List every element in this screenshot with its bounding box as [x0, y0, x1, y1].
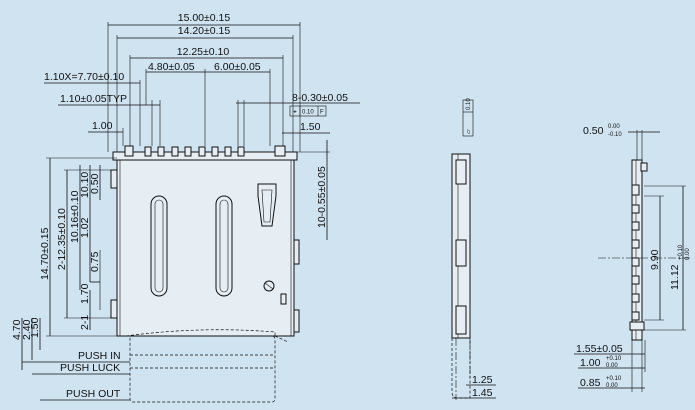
end-contact-2	[631, 204, 640, 214]
dim-pin-count: 8-0.30±0.05	[292, 92, 348, 104]
end-bottom-1-00-dn: 0.00	[606, 363, 618, 369]
side-width-1-45: 1.45	[472, 387, 493, 399]
side-window-mid	[455, 239, 467, 267]
dim-2-1: 2-1	[79, 315, 91, 330]
pin-row	[124, 145, 286, 157]
dim-pin-span: 12.25±0.10	[177, 46, 230, 58]
side-flat-icon: ⏥	[466, 129, 472, 134]
dim-0-75: 0.75	[89, 251, 101, 272]
side-card-outline	[451, 338, 471, 399]
side-flat-frame	[462, 99, 474, 137]
dim-pitch: 1.10X=7.70±0.10	[44, 71, 124, 83]
end-bottom-tab	[629, 321, 645, 331]
dim-14-70: 14.70±0.15	[39, 227, 51, 280]
end-height-11-12: 11.12	[669, 264, 681, 290]
left-dimensions: 14.70±0.15 2-12.35±0.10 10.16±0.10 1.02 …	[11, 157, 117, 370]
end-top-tab	[640, 162, 648, 172]
end-top-tol-dn: -0.10	[608, 132, 622, 138]
side-window-top	[455, 159, 467, 185]
dim-right-edge: 1.50	[300, 121, 321, 133]
end-contact-3	[631, 221, 640, 231]
end-view: 0.50 0.00 -0.10 9.90 11.12 +0.10 0.00 1.…	[574, 124, 691, 392]
end-bottom-0-85-up: +0.10	[606, 376, 622, 382]
pin-tab-right	[274, 145, 286, 157]
right-tab-upper	[293, 239, 300, 265]
pin-tab-left	[124, 145, 134, 157]
left-tab-upper	[110, 169, 118, 189]
end-top-tol-up: 0.00	[608, 124, 620, 130]
dim-4-70: 4.70	[11, 319, 23, 340]
dim-pin-width: 1.10±0.05TYP	[60, 93, 127, 105]
dim-10-16: 10.16±0.10	[69, 190, 81, 243]
dim-1-02: 1.02	[79, 217, 91, 238]
end-contact-1	[631, 184, 640, 196]
end-bottom-0-85: 0.85	[580, 377, 601, 389]
left-tab-lower	[110, 299, 118, 319]
pin-5	[198, 146, 206, 157]
end-contact-5	[631, 257, 640, 267]
end-bottom-1-55: 1.55±0.05	[576, 343, 623, 355]
end-contact-6	[631, 275, 640, 285]
side-flat-value: 0.10	[466, 98, 472, 110]
end-bottom-1-00-up: +0.10	[606, 356, 622, 362]
right-tab-lower	[293, 309, 300, 333]
card-slot-left	[150, 195, 168, 297]
dim-1-50: 1.50	[29, 317, 41, 338]
front-view	[110, 145, 300, 403]
card-slot-right	[215, 195, 233, 297]
right-dimensions: 10-0.55±0.05	[297, 140, 330, 240]
end-height-11-12-dn: 0.00	[685, 248, 691, 260]
end-top-tol: 0.50	[583, 125, 604, 137]
pin-8	[237, 146, 245, 157]
pin-6	[211, 146, 219, 157]
pin-4	[184, 146, 192, 157]
end-bottom-0-85-dn: 0.00	[606, 383, 618, 389]
dim-right-height: 10-0.55±0.05	[316, 166, 328, 228]
dim-offset-b: 6.00±0.05	[214, 61, 261, 73]
dim-offset-a: 4.80±0.05	[148, 61, 195, 73]
push-dimensions: PUSH IN PUSH LUCK PUSH OUT	[22, 350, 130, 401]
dim-inner-width: 14.20±0.15	[178, 25, 231, 37]
pin-1	[144, 146, 152, 157]
dim-0-50: 0.50	[89, 173, 101, 194]
dim-overall-width: 15.00±0.15	[178, 12, 231, 24]
side-window-bottom	[455, 305, 467, 335]
dim-10-10: 10.10	[79, 172, 91, 198]
card-push-outline	[129, 335, 276, 403]
end-bottom-1-00: 1.00	[580, 357, 601, 369]
top-dimensions: 15.00±0.15 14.20±0.15 12.25±0.10 4.80±0.…	[44, 12, 360, 152]
end-height-9-90: 9.90	[649, 249, 661, 270]
pin-3	[171, 146, 179, 157]
tol-flat: 0.10	[302, 110, 314, 116]
pin-2	[157, 146, 165, 157]
end-contact-4	[631, 239, 640, 249]
dim-1-70: 1.70	[79, 283, 91, 304]
card-edge	[125, 329, 276, 337]
end-contact-8	[631, 311, 640, 321]
end-height-11-12-up: +0.10	[678, 244, 684, 260]
end-contact-7	[631, 293, 640, 303]
label-push-luck: PUSH LUCK	[60, 362, 120, 374]
pin-7	[224, 146, 232, 157]
flatness-frame	[289, 105, 327, 117]
latch	[280, 293, 287, 305]
side-view: ⏥ 0.10 1.25 1.45	[451, 98, 496, 400]
flatness-icon: ⌖	[293, 110, 297, 116]
label-push-in: PUSH IN	[78, 350, 121, 362]
dim-12-35: 2-12.35±0.10	[56, 208, 68, 270]
dim-left-edge: 1.00	[92, 120, 113, 132]
side-width-1-25: 1.25	[472, 374, 493, 386]
label-push-out: PUSH OUT	[66, 388, 121, 400]
tol-ref: F	[320, 110, 324, 116]
dim-2-40: 2.40	[21, 319, 33, 340]
